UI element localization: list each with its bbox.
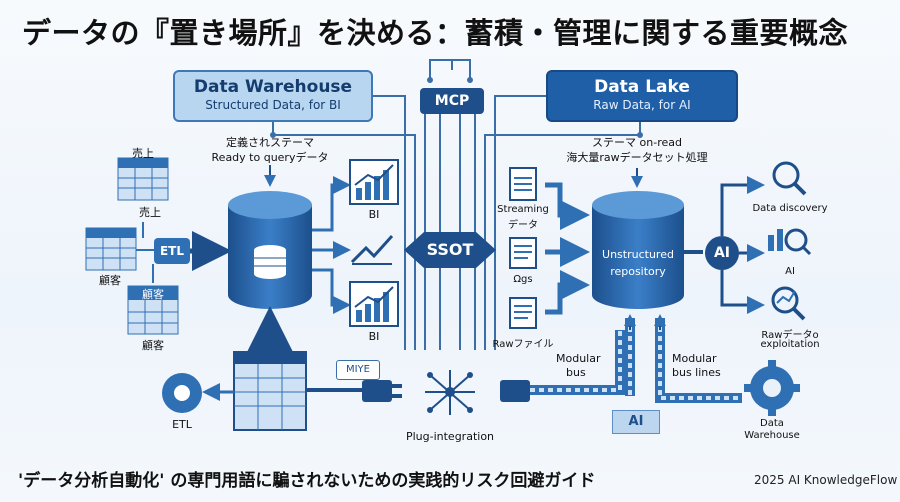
lake-note-2: 海大量rawデータセット処理 (566, 151, 708, 164)
plug-connectors (306, 330, 625, 402)
lake-heading: Data Lake (594, 77, 690, 97)
modular-bus-1: Modular (556, 352, 601, 365)
lake-note-1: ステーマ on-read (592, 136, 682, 149)
output-raw-data: Rawデータo (761, 330, 819, 341)
lake-database-icon (592, 191, 684, 309)
repo-line-2: repository (610, 265, 666, 278)
ssot-label: SSOT (426, 240, 474, 259)
data-lake-header: Data Lake Raw Data, for AI (546, 70, 738, 122)
plug-integration-label: Plug-integration (405, 430, 495, 443)
source-label-customer: 顧客 (99, 274, 121, 287)
warehouse-heading: Data Warehouse (193, 77, 353, 97)
modular-bus-lines-2: bus lines (672, 366, 721, 379)
source-label-customer-head: 顧客 (142, 288, 164, 301)
lake-output-icons (768, 161, 812, 321)
warehouse-app-window (233, 351, 307, 431)
footer-caption: 'データ分析自動化' の専門用語に騙されないための実践的リスク回避ガイド (18, 471, 596, 491)
page-title: データの『置き場所』を決める：蓄積・管理に関する重要概念 (22, 16, 849, 50)
warehouse-sub: Structured Data, for BI (205, 98, 341, 112)
credit-label: 2025 AI KnowledgeFlow (754, 473, 898, 487)
lake-source-data: データ (508, 220, 538, 231)
etl-bottom-label: ETL (172, 418, 192, 431)
mcp-badge: MCP (420, 88, 484, 114)
source-label-sales: 売上 (139, 206, 161, 219)
modular-bus-lines-1: Modular (672, 352, 717, 365)
output-ai: AI (785, 266, 795, 277)
warehouse-note-1: 定義されステーマ (226, 136, 314, 149)
dw-out-line-2: Warehouse (744, 430, 800, 441)
bi-chart-icons (349, 159, 399, 327)
lake-source-icons (509, 167, 537, 329)
ssot-arrow (404, 232, 496, 268)
output-data-discovery: Data discovery (752, 203, 828, 214)
warehouse-note-2: Ready to queryデータ (211, 151, 329, 164)
ai-bus-tag: AI (612, 410, 660, 434)
warehouse-source-tables (85, 157, 179, 335)
lake-source-streaming: Streaming (497, 204, 549, 215)
source-label-sales-top: 売上 (132, 147, 154, 160)
lake-source-logs: Ωgs (513, 274, 533, 285)
source-label-customer-2: 顧客 (142, 339, 164, 352)
dw-gear-icon (744, 360, 800, 416)
output-exploitation: exploitation (760, 339, 820, 350)
ai-hub: AI (705, 236, 739, 270)
modular-bus-2: bus (566, 366, 586, 379)
dw-out-line-1: Data (760, 418, 784, 429)
bi-label-1: BI (368, 208, 380, 221)
warehouse-database-icon (228, 191, 312, 309)
data-warehouse-header: Data Warehouse Structured Data, for BI (173, 70, 373, 122)
lake-source-raw-file: Rawファイル (492, 339, 554, 350)
miye-tag: MIYE (336, 360, 380, 380)
bi-label-2: BI (368, 330, 380, 343)
repo-line-1: Unstructured (602, 248, 674, 261)
etl-tag: ETL (154, 238, 190, 264)
lake-sub: Raw Data, for AI (593, 98, 691, 112)
